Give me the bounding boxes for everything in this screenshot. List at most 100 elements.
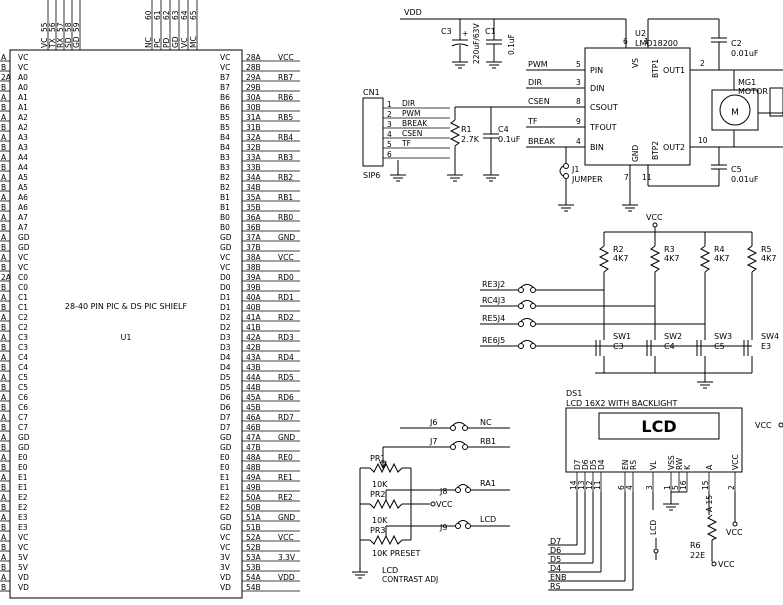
lcd-pin-name: EN (621, 460, 630, 470)
mcu-right-pin-num: 48A (246, 453, 262, 462)
mcu-right-pin-name: D3 (220, 343, 231, 352)
contrast-section: J6 NC J7 RB1 PR1 10K PR2 10K PR3 10K PRE… (352, 418, 510, 584)
lcd-pin-name: VL (649, 460, 658, 470)
mcu-left-pin-num: A (1, 333, 7, 342)
mcu-left-pin-num: B (1, 183, 6, 192)
svg-text:OUT2: OUT2 (663, 143, 685, 152)
mcu-top-pin-num: 58 (64, 22, 73, 32)
ra1-label: RA1 (480, 479, 496, 488)
mcu-right-pin-num: 53B (246, 563, 261, 572)
mcu-left-pin-num: A (1, 553, 7, 562)
mcu-top-pin-num: 56 (48, 22, 57, 32)
mcu-right-pin-net: RB4 (278, 133, 293, 142)
cn1-pin-num: 2 (387, 110, 392, 119)
mcu-top-pin-name: TX (48, 38, 57, 49)
c4-label: C4 (498, 125, 509, 134)
mcu-right-pin-num: 50A (246, 493, 262, 502)
mcu-left-pin-name: A4 (18, 153, 28, 162)
mcu-left-pin-num: B (1, 523, 6, 532)
switch-ref: SW1 (613, 332, 631, 341)
svg-text:11: 11 (642, 173, 652, 182)
mcu-left-pin-name: C5 (18, 383, 28, 392)
mcu-top-pins: 55VC56TX57RX58SD59GD60NC61PC62PD63GD64VC… (40, 0, 198, 50)
mg1-label: MG1 (738, 78, 756, 87)
c3-value: 220uF/63V (472, 23, 481, 64)
mcu-right-pin-name: D3 (220, 333, 231, 342)
mcu-top-pin-num: 64 (180, 10, 189, 20)
mcu-right-pin-num: 32B (246, 143, 261, 152)
mcu-left-pin-num: A (1, 293, 7, 302)
mcu-right-pin-num: 41B (246, 323, 261, 332)
mcu-right-pin-net: RD3 (278, 333, 294, 342)
r6-value: 22E (690, 551, 705, 560)
mcu-left-pin-name: C3 (18, 343, 28, 352)
mcu-right-pin-name: E1 (220, 473, 230, 482)
mcu-left-pin-name: E2 (18, 503, 28, 512)
mcu-right-pin-num: 40A (246, 293, 262, 302)
mcu-left-pin-name: VC (18, 53, 28, 62)
switch-net: C4 (664, 342, 675, 351)
lcd-pin-name: RS (629, 460, 638, 470)
net-tf: TF (527, 117, 538, 126)
pullup-value: 4K7 (664, 254, 679, 263)
mcu-right-pin-name: GD (220, 513, 232, 522)
mcu-top-pin-name: GD (171, 36, 180, 48)
mcu-right-pin-name: E2 (220, 503, 230, 512)
mcu-right-pin-num: 53A (246, 553, 262, 562)
mcu-left-pin-name: C7 (18, 423, 28, 432)
mcu-left-pin-name: E0 (18, 463, 28, 472)
mcu-left-pin-name: C0 (18, 273, 28, 282)
r6-vcc: VCC (718, 560, 735, 569)
switch-jumper-label: RE5J4 (482, 314, 505, 323)
mcu-top-pin-name: GD (72, 36, 81, 48)
mcu-left-pin-name: A1 (18, 93, 28, 102)
net-pwm: PWM (528, 60, 548, 69)
motor-icon (719, 94, 751, 126)
mcu-left-pin-num: B (1, 423, 6, 432)
mcu-left-pin-name: A6 (18, 193, 28, 202)
mcu-right-pin-num: 42A (246, 333, 262, 342)
mcu-left-pin-name: VC (18, 63, 28, 72)
contrast-caption-1: LCD (382, 566, 398, 575)
svg-text:BTP1: BTP1 (651, 59, 660, 78)
mcu-left-pin-name: A5 (18, 173, 28, 182)
mcu-left-pin-name: VD (18, 573, 29, 582)
svg-text:5: 5 (576, 60, 581, 69)
mcu-right-pin-name: VC (220, 263, 230, 272)
lcd-screen (598, 412, 720, 440)
mcu-left-pin-num: B (1, 283, 6, 292)
cn1-label: CN1 (363, 88, 380, 97)
pr2-label: PR2 (370, 490, 385, 499)
mcu-right-pin-name: B2 (220, 183, 230, 192)
pr3-value: 10K PRESET (372, 549, 421, 558)
svg-text:8: 8 (576, 97, 581, 106)
mcu-left-pin-name: C0 (18, 283, 28, 292)
mcu-right-pin-name: GD (220, 523, 232, 532)
mcu-right-pin-net: VDD (278, 573, 295, 582)
c2-value: 0.01uF (731, 49, 759, 58)
mcu-right-pin-name: VC (220, 63, 230, 72)
mcu-right-pin-name: B0 (220, 223, 230, 232)
mcu-top-pin-num: 65 (189, 10, 198, 20)
mcu-ref: U1 (121, 333, 132, 342)
mcu-left-pin-name: E3 (18, 513, 28, 522)
lcd-section: DS1 LCD 16X2 WITH BACKLIGHT LCD D714D613… (548, 389, 783, 591)
mcu-left-pin-num: A (1, 513, 7, 522)
mcu-right-pin-name: B7 (220, 83, 230, 92)
mcu-left-pin-num: A (1, 573, 7, 582)
net-dir: DIR (528, 78, 543, 87)
lcd-pin-name: K (683, 464, 692, 470)
mcu-right-pin-name: GD (220, 443, 232, 452)
cn1-pin-name: DIR (402, 99, 415, 108)
mcu-left-pin-num: B (1, 203, 6, 212)
switch-jumper-label: RE6J5 (482, 336, 505, 345)
mcu-right-pin-num: 35A (246, 193, 262, 202)
mcu-right-pin-num: 35B (246, 203, 261, 212)
mcu-left-pin-name: A7 (18, 223, 28, 232)
c2-label: C2 (731, 39, 742, 48)
mcu-left-pin-num: B (1, 343, 6, 352)
mcu-right-pin-num: 36A (246, 213, 262, 222)
mcu-left-pin-name: VC (18, 253, 28, 262)
net-csen: CSEN (528, 97, 550, 106)
mcu-right-pin-name: B4 (220, 133, 230, 142)
